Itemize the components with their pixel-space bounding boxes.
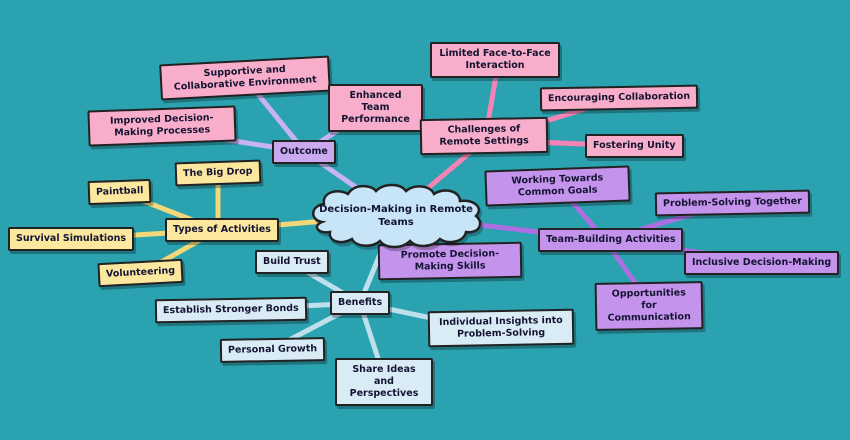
cloud-shape-icon (312, 183, 482, 249)
node-problem-solving-together[interactable]: Problem-Solving Together (654, 189, 811, 217)
node-team-building[interactable]: Team-Building Activities (538, 228, 684, 252)
node-improved-processes[interactable]: Improved Decision-Making Processes (87, 105, 237, 147)
node-enhanced-performance[interactable]: Enhanced Team Performance (328, 84, 423, 132)
node-opportunities-communication[interactable]: Opportunities for Communication (594, 281, 704, 331)
node-limited-interaction[interactable]: Limited Face-to-Face Interaction (430, 42, 560, 78)
node-benefits[interactable]: Benefits (330, 291, 391, 315)
node-stronger-bonds[interactable]: Establish Stronger Bonds (154, 296, 307, 324)
node-volunteering[interactable]: Volunteering (97, 258, 184, 288)
node-build-trust[interactable]: Build Trust (255, 250, 329, 274)
node-center-cloud[interactable]: Decision-Making in Remote Teams (308, 182, 484, 250)
center-topic-label: Decision-Making in Remote Teams (319, 204, 473, 228)
node-individual-insights[interactable]: Individual Insights into Problem-Solving (427, 308, 575, 348)
node-fostering-unity[interactable]: Fostering Unity (585, 134, 684, 158)
node-inclusive-decision-making[interactable]: Inclusive Decision-Making (684, 251, 840, 275)
node-the-big-drop[interactable]: The Big Drop (174, 159, 261, 187)
node-encouraging-collaboration[interactable]: Encouraging Collaboration (539, 84, 699, 112)
node-types-of-activities[interactable]: Types of Activities (165, 218, 279, 242)
node-challenges[interactable]: Challenges of Remote Settings (419, 116, 549, 155)
node-personal-growth[interactable]: Personal Growth (219, 337, 326, 363)
node-working-common-goals[interactable]: Working Towards Common Goals (484, 165, 631, 207)
node-outcome[interactable]: Outcome (272, 140, 336, 164)
node-share-ideas[interactable]: Share Ideas and Perspectives (335, 358, 433, 406)
node-paintball[interactable]: Paintball (87, 178, 152, 205)
node-survival-simulations[interactable]: Survival Simulations (8, 227, 135, 251)
